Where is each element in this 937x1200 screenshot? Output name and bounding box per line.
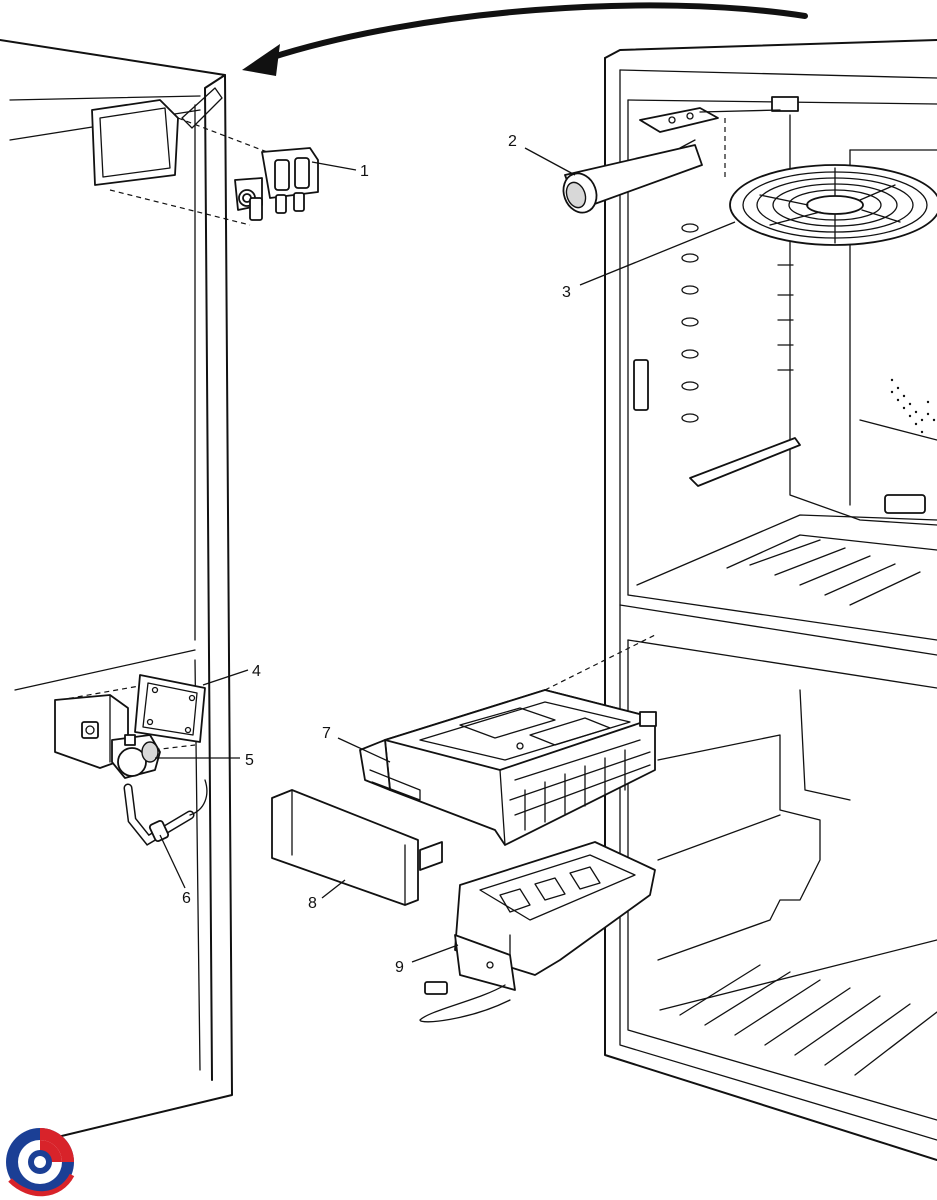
shelf-support-bumps bbox=[681, 223, 699, 423]
water-tube bbox=[123, 779, 208, 846]
callout-2: 2 bbox=[508, 133, 517, 150]
door-swing-arrow bbox=[242, 2, 808, 76]
ice-maker-unit bbox=[419, 841, 656, 1023]
callout-8: 8 bbox=[308, 895, 317, 912]
fill-pump-assembly bbox=[54, 694, 161, 779]
callout-9: 9 bbox=[395, 959, 404, 976]
water-valve bbox=[234, 147, 319, 221]
callout-1: 1 bbox=[360, 163, 369, 180]
callout-3: 3 bbox=[562, 284, 571, 301]
leader-lines bbox=[155, 147, 736, 963]
front-cover-panel bbox=[271, 789, 443, 906]
fan-assembly bbox=[729, 164, 937, 246]
vent-holes bbox=[890, 378, 936, 434]
alignment-lines bbox=[59, 117, 726, 756]
ice-maker-housing bbox=[359, 689, 657, 846]
callout-7: 7 bbox=[322, 725, 331, 742]
callout-labels: 1 2 3 4 5 6 7 8 9 bbox=[182, 133, 571, 976]
callout-4: 4 bbox=[252, 663, 261, 680]
callout-5: 5 bbox=[245, 752, 254, 769]
water-filter bbox=[562, 107, 781, 214]
refrigerator-door bbox=[0, 39, 233, 1141]
swirl-logo-icon bbox=[6, 1128, 75, 1197]
cover-plate bbox=[134, 674, 206, 743]
callout-6: 6 bbox=[182, 890, 191, 907]
